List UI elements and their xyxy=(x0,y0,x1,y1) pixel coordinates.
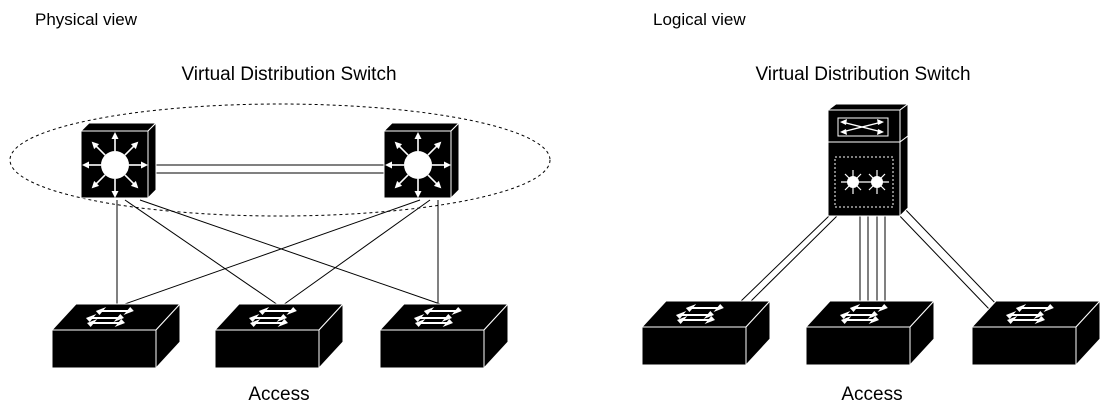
logical-view-label: Logical view xyxy=(653,10,746,29)
physical-uplinks xyxy=(116,199,444,306)
distribution-switch-2 xyxy=(384,123,459,198)
logical-access-switch-3 xyxy=(972,301,1100,365)
physical-access-switch-1 xyxy=(52,304,180,368)
logical-access-label: Access xyxy=(841,384,902,405)
physical-view-label: Physical view xyxy=(35,10,138,29)
logical-uplinks xyxy=(739,207,1001,311)
logical-access-switch-2 xyxy=(806,301,934,365)
inter-switch-link xyxy=(153,164,384,174)
distribution-switch-1 xyxy=(81,123,156,198)
physical-access-switch-2 xyxy=(215,304,343,368)
virtual-distribution-switch-icon xyxy=(826,103,910,218)
logical-title: Virtual Distribution Switch xyxy=(755,64,970,85)
virtual-switch-boundary xyxy=(9,103,551,217)
physical-access-switch-3 xyxy=(380,304,508,368)
physical-title: Virtual Distribution Switch xyxy=(181,64,396,85)
physical-access-label: Access xyxy=(248,384,309,405)
logical-access-switch-1 xyxy=(642,301,770,365)
